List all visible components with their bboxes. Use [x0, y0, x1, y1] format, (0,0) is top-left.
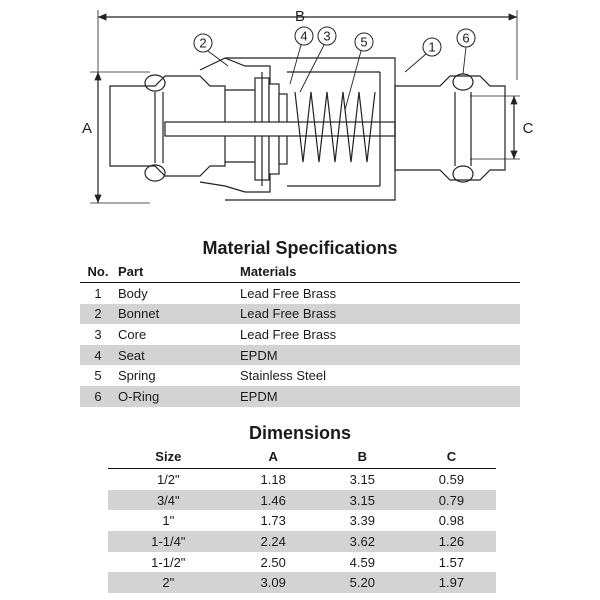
dim-a-cell: 1.18	[260, 471, 286, 487]
table-row: 3 Core Lead Free Brass	[80, 324, 520, 345]
size-cell: 3/4"	[156, 492, 180, 508]
header-no: No.	[87, 264, 109, 279]
part-number: 6	[94, 388, 102, 404]
callout-3-circle	[317, 26, 337, 46]
dim-b-cell: 4.59	[349, 554, 375, 570]
dim-c-cell: 0.79	[438, 492, 465, 508]
material-specifications-table: No. Part Materials 1 Body Lead Free Bras…	[80, 262, 520, 407]
callout-4-circle	[294, 26, 314, 46]
dim-b-cell: 5.20	[349, 575, 375, 591]
table-header-row: Size A B C	[108, 446, 496, 469]
dimension-b-label: B	[295, 8, 305, 25]
table-row: 1" 1.73 3.39 0.98	[108, 510, 496, 531]
dim-a-cell: 3.09	[260, 575, 286, 591]
callout-2-label: 2	[199, 36, 206, 51]
left-press-end	[109, 74, 226, 182]
part-number: 3	[94, 326, 102, 342]
dim-b-cell: 3.62	[349, 533, 375, 549]
callout-5-label: 5	[360, 35, 367, 50]
spring	[294, 91, 376, 163]
dim-c-cell: 0.98	[438, 513, 465, 529]
dimension-c-label: C	[523, 120, 534, 137]
dim-c-cell: 0.59	[438, 471, 465, 487]
table-row: 1-1/4" 2.24 3.62 1.26	[108, 531, 496, 552]
dim-a-cell: 2.50	[260, 554, 286, 570]
table-row: 2 Bonnet Lead Free Brass	[80, 303, 520, 325]
dim-a-cell: 2.24	[260, 533, 286, 549]
callout-6-label: 6	[462, 31, 469, 46]
dimensions-title: Dimensions	[248, 423, 352, 443]
part-name: Spring	[118, 368, 156, 384]
part-material: Lead Free Brass	[240, 326, 337, 342]
callout-1-circle	[422, 37, 442, 57]
header-b: B	[357, 449, 367, 464]
size-cell: 1-1/4"	[151, 533, 186, 549]
table-row: 1 Body Lead Free Brass	[80, 283, 520, 304]
part-material: Lead Free Brass	[240, 306, 337, 322]
table-row: 1-1/2" 2.50 4.59 1.57	[108, 552, 496, 573]
dimension-a-label: A	[82, 120, 92, 137]
valve-stem	[164, 121, 396, 137]
part-number: 2	[94, 306, 102, 322]
size-cell: 1-1/2"	[151, 554, 186, 570]
callout-5-circle	[354, 32, 374, 52]
size-cell: 1/2"	[156, 471, 180, 487]
part-material: Stainless Steel	[240, 368, 326, 384]
dim-c-cell: 1.97	[438, 575, 465, 591]
part-name: Seat	[118, 347, 145, 363]
header-part: Part	[118, 264, 144, 279]
part-material: EPDM	[240, 388, 278, 404]
table-header-row: No. Part Materials	[80, 262, 520, 283]
dim-a-cell: 1.46	[260, 492, 286, 508]
part-name: Body	[118, 285, 148, 301]
part-number: 4	[94, 347, 102, 363]
part-name: Bonnet	[118, 306, 160, 322]
table-row: 6 O-Ring EPDM	[80, 385, 520, 407]
part-number: 5	[94, 368, 102, 384]
callout-1-label: 1	[428, 40, 435, 55]
dim-c-cell: 1.57	[438, 554, 465, 570]
dim-b-cell: 3.15	[349, 492, 375, 508]
right-press-end	[394, 73, 506, 183]
part-material: EPDM	[240, 347, 278, 363]
dim-b-cell: 3.15	[349, 471, 375, 487]
part-name: Core	[118, 326, 147, 342]
table-row: 2" 3.09 5.20 1.97	[108, 572, 496, 594]
table-row: 5 Spring Stainless Steel	[80, 365, 520, 386]
dim-a-cell: 1.73	[260, 513, 286, 529]
part-number: 1	[94, 285, 102, 301]
material-specifications-title: Material Specifications	[202, 238, 398, 258]
table-row: 3/4" 1.46 3.15 0.79	[108, 489, 496, 511]
table-row: 4 Seat EPDM	[80, 344, 520, 366]
part-name: O-Ring	[118, 388, 160, 404]
size-cell: 2"	[162, 575, 175, 591]
header-c: C	[446, 449, 457, 464]
table-row: 1/2" 1.18 3.15 0.59	[108, 469, 496, 490]
dim-b-cell: 3.39	[349, 513, 375, 529]
size-cell: 1"	[162, 513, 175, 529]
header-materials: Materials	[240, 264, 297, 279]
part-material: Lead Free Brass	[240, 285, 337, 301]
callout-2-circle	[193, 33, 213, 53]
check-valve-cross-section-drawing: 2 4 3 5 1 6 B A C	[82, 8, 534, 204]
header-size: Size	[155, 449, 182, 464]
callout-3-label: 3	[323, 29, 330, 44]
dimensions-table: Size A B C 1/2" 1.18 3.15 0.59 3/4" 1.46…	[108, 446, 496, 594]
callout-4-label: 4	[300, 29, 307, 44]
dim-c-cell: 1.26	[438, 533, 465, 549]
header-a: A	[268, 449, 278, 464]
